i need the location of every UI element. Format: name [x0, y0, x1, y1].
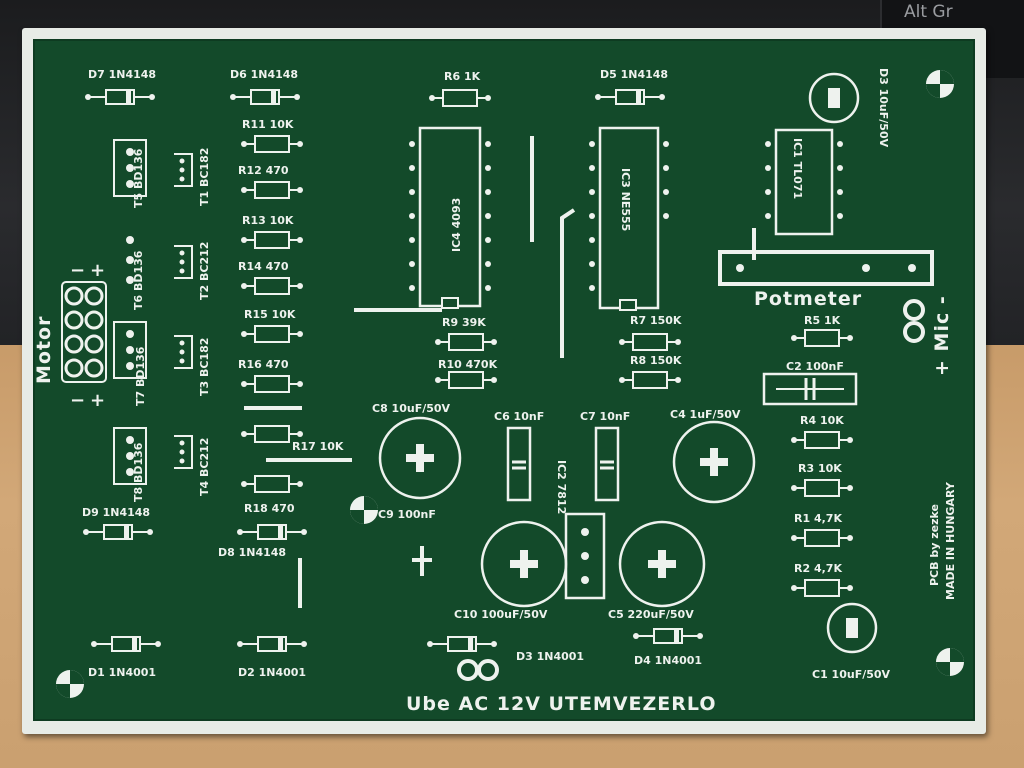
c4-capacitor	[672, 420, 756, 504]
svg-text:−: −	[70, 390, 85, 411]
c5-capacitor	[618, 520, 706, 608]
mounting-hole-icon	[56, 670, 84, 698]
label-t2: T2 BC212	[198, 242, 211, 300]
label-d7: D7 1N4148	[88, 68, 156, 81]
label-r6: R6 1K	[444, 70, 481, 83]
label-c6: C6 10nF	[494, 410, 544, 423]
ic3-label: IC3 NE555	[619, 168, 632, 231]
mounting-hole-icon	[350, 496, 378, 524]
label-d5: D5 1N4148	[600, 68, 668, 81]
label-c10: C10 100uF/50V	[454, 608, 548, 621]
label-t3: T3 BC182	[198, 338, 211, 396]
potmeter-footprint	[718, 250, 934, 286]
mic-connector	[903, 299, 925, 343]
mounting-hole-icon	[936, 648, 964, 676]
label-r11: R11 10K	[242, 118, 294, 131]
mic-label: + Mic -	[931, 295, 953, 376]
label-c5: C5 220uF/50V	[608, 608, 694, 621]
label-t1: T1 BC182	[198, 148, 211, 206]
mounting-hole-icon	[926, 70, 954, 98]
label-c7: C7 10nF	[580, 410, 630, 423]
c10-capacitor	[480, 520, 568, 608]
label-t6: T6 BD136	[132, 250, 145, 310]
label-d3: D3 1N4001	[516, 650, 584, 663]
svg-text:+: +	[90, 260, 105, 281]
svg-text:−: −	[70, 260, 85, 281]
label-r18: R18 470	[244, 502, 295, 515]
label-r3: R3 10K	[798, 462, 842, 475]
label-c9: C9 100nF	[378, 508, 436, 521]
label-t5: T5 BD136	[132, 148, 145, 208]
board-title: Ube AC 12V UTEMVEZERLO	[406, 693, 716, 715]
label-t8: T8 BD136	[132, 442, 145, 502]
label-d2: D2 1N4001	[238, 666, 306, 679]
c2-footprint	[762, 372, 858, 406]
label-r14: R14 470	[238, 260, 289, 273]
potmeter-label: Potmeter	[754, 288, 862, 310]
label-d9: D9 1N4148	[82, 506, 150, 519]
made-in-label: MADE IN HUNGARY	[944, 481, 957, 600]
motor-connector	[61, 281, 107, 383]
ic3-chip	[598, 126, 660, 311]
label-r10: R10 470K	[438, 358, 498, 371]
label-r13: R13 10K	[242, 214, 294, 227]
label-ic2: IC2 7812	[555, 460, 568, 514]
label-r8: R8 150K	[630, 354, 682, 367]
label-t4: T4 BC212	[198, 438, 211, 496]
label-r15: R15 10K	[244, 308, 296, 321]
label-d8: D8 1N4148	[218, 546, 286, 559]
label-t7: T7 BD136	[134, 346, 147, 406]
label-r16: R16 470	[238, 358, 289, 371]
label-d4: D4 1N4001	[634, 654, 702, 667]
label-c4: C4 1uF/50V	[670, 408, 741, 421]
label-c2: C2 100nF	[786, 360, 844, 373]
pcb-silkscreen: D7 1N4148 D6 1N4148 R6 1K D5 1N4148 D3 1…	[33, 39, 975, 721]
ic1-chip	[774, 128, 834, 236]
label-c1: C1 10uF/50V	[812, 668, 891, 681]
label-cap-top-right: D3 10uF/50V	[877, 68, 890, 148]
label-r2: R2 4,7K	[794, 562, 842, 575]
power-input-connector	[457, 659, 499, 681]
ic4-label: IC4 4093	[450, 198, 463, 252]
svg-text:+: +	[90, 390, 105, 411]
c8-capacitor	[378, 416, 462, 500]
ic4-chip	[418, 126, 482, 309]
label-d6: D6 1N4148	[230, 68, 298, 81]
pcb-board: D7 1N4148 D6 1N4148 R6 1K D5 1N4148 D3 1…	[22, 28, 986, 734]
label-r5: R5 1K	[804, 314, 841, 327]
ic1-label: IC1 TL071	[791, 138, 804, 199]
c1-capacitor	[826, 602, 878, 654]
label-r12: R12 470	[238, 164, 289, 177]
c6-footprint	[506, 426, 532, 502]
credit-label: PCB by zezke	[928, 504, 941, 586]
label-r7: R7 150K	[630, 314, 682, 327]
label-r17: R17 10K	[292, 440, 344, 453]
key-label: Alt Gr	[904, 2, 953, 22]
label-r4: R4 10K	[800, 414, 844, 427]
label-d1: D1 1N4001	[88, 666, 156, 679]
label-r9: R9 39K	[442, 316, 486, 329]
motor-label: Motor	[33, 316, 55, 384]
label-r1: R1 4,7K	[794, 512, 842, 525]
c7-footprint	[594, 426, 620, 502]
label-c8: C8 10uF/50V	[372, 402, 451, 415]
